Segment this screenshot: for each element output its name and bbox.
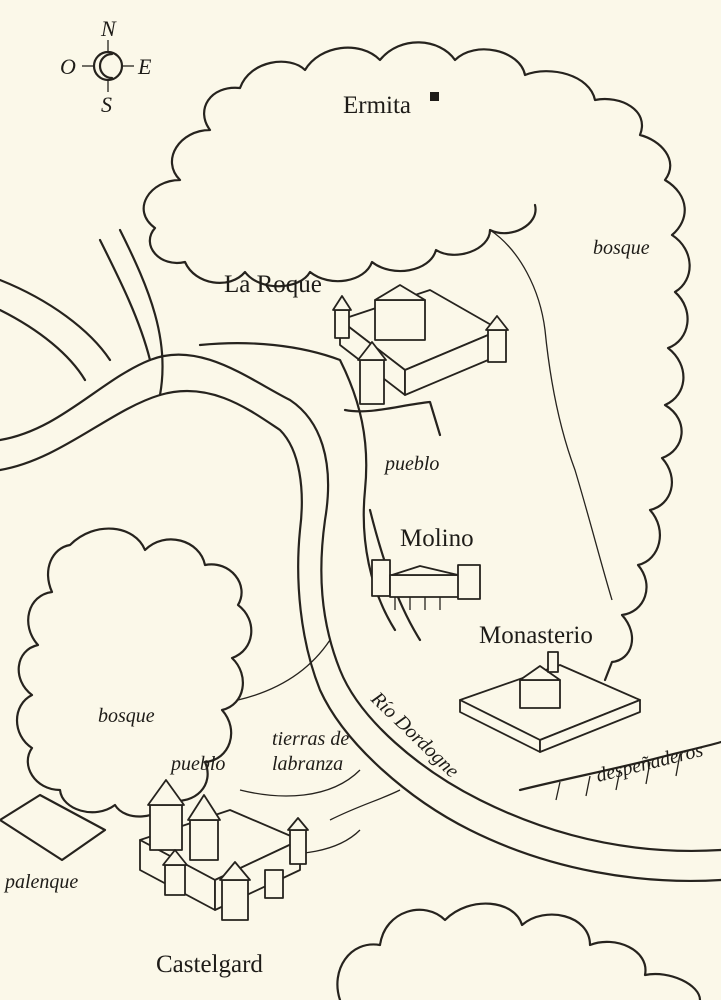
label-pueblo-north: pueblo xyxy=(383,453,439,475)
forest-north-east-outline xyxy=(142,41,691,682)
label-castelgard: Castelgard xyxy=(156,951,263,978)
compass-south-label: S xyxy=(101,92,112,117)
label-tierras-line2: labranza xyxy=(272,753,343,775)
compass-rose: N S E O xyxy=(60,16,152,117)
hermitage-marker-icon xyxy=(430,92,439,101)
river-dordogne xyxy=(0,228,721,883)
field-boundary-lines xyxy=(237,639,401,855)
cliff-line xyxy=(518,740,721,792)
forest-south-outline xyxy=(336,902,702,1000)
cliff-hatching xyxy=(555,753,681,801)
label-monasterio: Monasterio xyxy=(479,622,593,649)
castle-castelgard-illustration xyxy=(139,779,309,921)
compass-north-label: N xyxy=(100,16,117,41)
label-bosque-east: bosque xyxy=(593,237,650,259)
compass-crescent-icon xyxy=(98,52,114,80)
label-pueblo-south: pueblo xyxy=(169,753,225,775)
label-molino: Molino xyxy=(400,525,474,552)
compass-east-label: E xyxy=(137,54,152,79)
label-la-roque: La Roque xyxy=(224,271,322,298)
forest-inner-edge xyxy=(489,229,613,601)
palenque-enclosure xyxy=(0,793,107,862)
label-palenque: palenque xyxy=(3,871,78,893)
label-bosque-west: bosque xyxy=(98,705,155,727)
mill-illustration xyxy=(371,559,481,610)
monastery-illustration xyxy=(459,651,641,753)
label-ermita: Ermita xyxy=(343,92,411,119)
label-tierras-line1: tierras de xyxy=(272,728,349,750)
castle-la-roque-illustration xyxy=(332,284,509,437)
compass-west-label: O xyxy=(60,54,76,79)
